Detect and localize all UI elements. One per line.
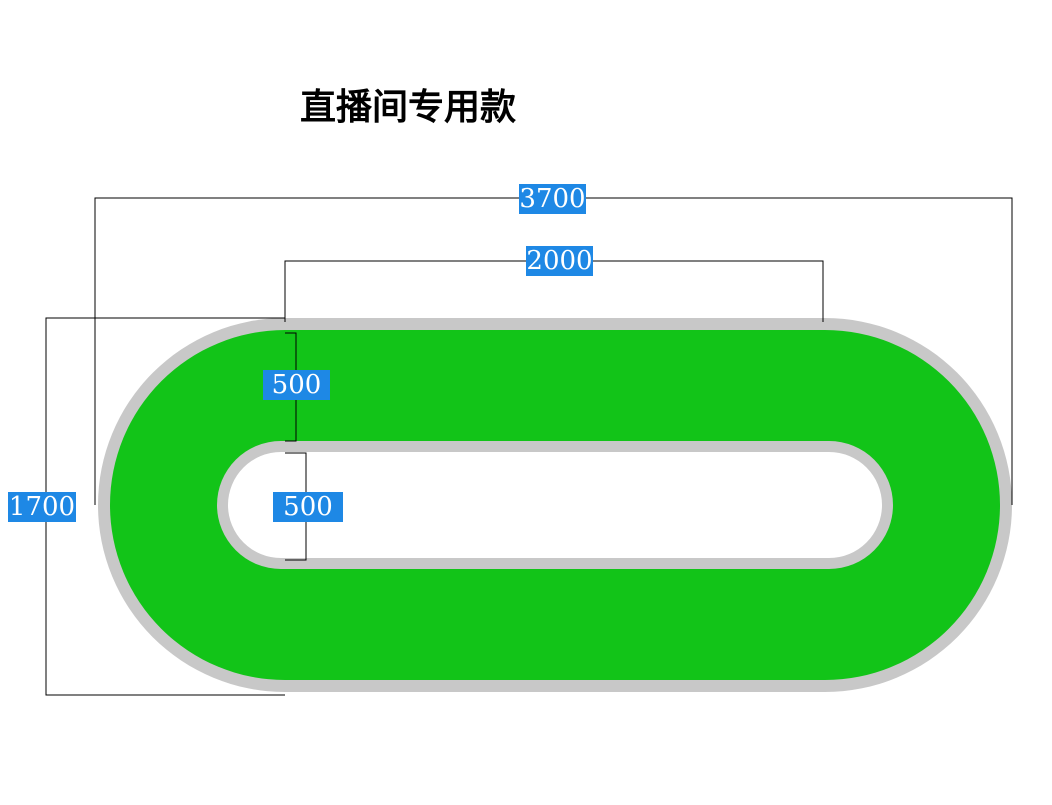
inner-width-label: 500 bbox=[273, 492, 343, 522]
diagram-title: 直播间专用款 bbox=[300, 87, 517, 128]
overall-width-label: 1700 bbox=[8, 492, 76, 522]
overall-length-label: 3700 bbox=[519, 184, 586, 214]
straight-length-label: 2000 bbox=[526, 246, 593, 276]
track-infield bbox=[228, 452, 882, 558]
track-width-label: 500 bbox=[263, 370, 330, 400]
